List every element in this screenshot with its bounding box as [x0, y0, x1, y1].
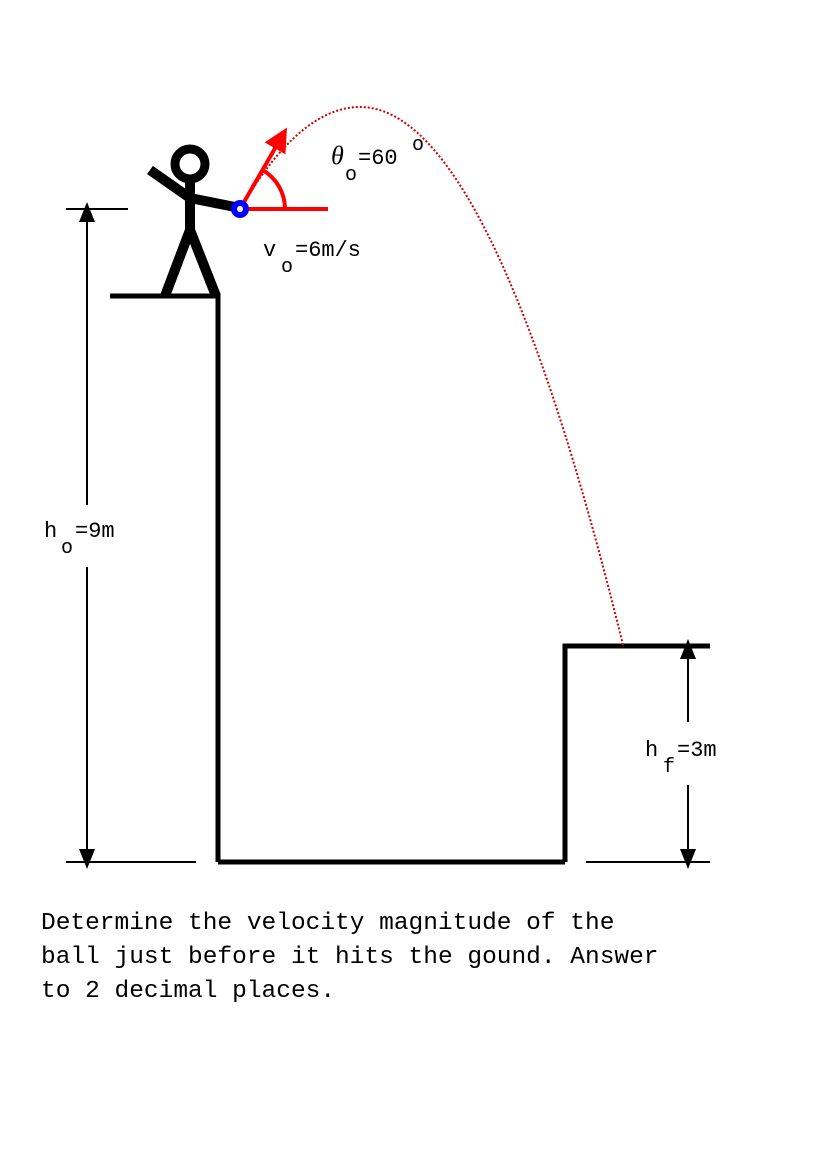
stick-figure	[147, 144, 241, 298]
h0-symbol: h	[44, 519, 57, 544]
v0-subscript: o	[281, 256, 293, 279]
angle-arc	[261, 168, 288, 210]
h0-subscript: o	[61, 537, 73, 560]
hf-subscript: f	[663, 756, 675, 779]
degree-symbol: o	[412, 134, 424, 157]
cliff-ledge	[110, 293, 221, 862]
hf-value: =3m	[677, 738, 717, 763]
landing-platform	[562, 643, 710, 862]
v0-value: =6m/s	[295, 238, 361, 263]
theta-value: =60	[358, 146, 398, 171]
hf-symbol: h	[645, 738, 658, 763]
h0-value: =9m	[75, 519, 115, 544]
theta-subscript: o	[345, 164, 357, 187]
trajectory-path	[239, 105, 624, 646]
ball-center	[237, 206, 243, 212]
velocity-vector-arrow	[238, 127, 288, 211]
theta-symbol: θ	[331, 141, 344, 170]
question-text: Determine the velocity magnitude of the …	[41, 910, 659, 1005]
v0-symbol: v	[263, 238, 276, 263]
